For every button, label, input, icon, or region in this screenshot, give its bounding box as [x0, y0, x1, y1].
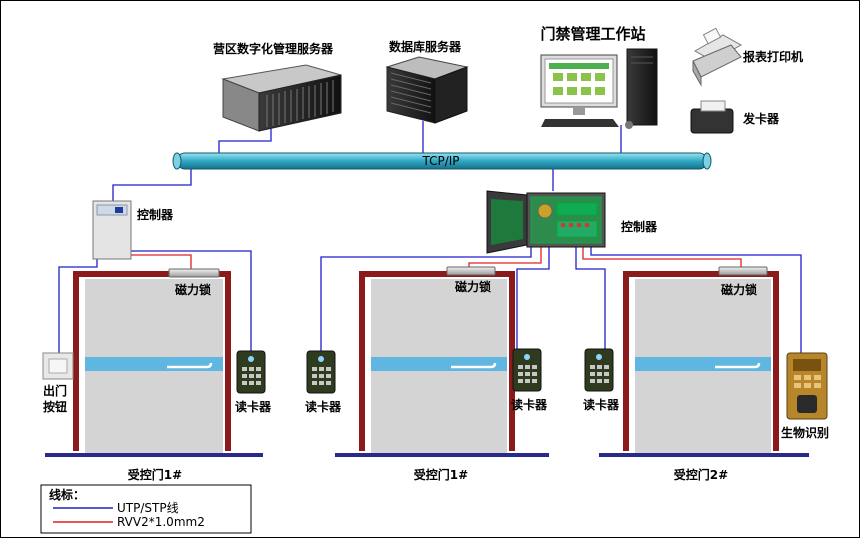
maglock-1: 磁力锁 — [168, 268, 220, 297]
wire-reader-2 — [320, 247, 532, 351]
maglock-2-label: 磁力锁 — [454, 279, 491, 294]
reader-4: 读卡器 — [583, 348, 620, 412]
legend: 线标： UTP/STP线 RVV2*1.0mm2 — [40, 484, 252, 534]
door-1-label: 受控门1# — [128, 467, 182, 482]
campus-server-label: 营区数字化管理服务器 — [213, 41, 334, 56]
legend-rvv-label: RVV2*1.0mm2 — [117, 515, 205, 529]
card-issuer-label: 发卡器 — [742, 111, 780, 126]
network-wiring — [58, 119, 802, 355]
printer: 报表打印机 — [692, 27, 803, 87]
campus-server: 营区数字化管理服务器 — [213, 41, 342, 132]
power-maglock-2 — [468, 247, 542, 269]
reader-3-label: 读卡器 — [511, 397, 548, 412]
maglock-2: 磁力锁 — [446, 266, 496, 294]
power-maglock-3 — [582, 247, 742, 269]
door-3-label: 受控门2# — [674, 467, 728, 482]
wire-reader-4 — [575, 247, 606, 351]
maglock-3: 磁力锁 — [718, 266, 768, 297]
left-controller-label: 控制器 — [137, 207, 174, 222]
maglock-1-label: 磁力锁 — [174, 282, 211, 297]
workstation-label: 门禁管理工作站 — [540, 25, 645, 43]
exit-button: 出门 按钮 — [42, 352, 74, 414]
printer-label: 报表打印机 — [743, 49, 803, 64]
card-issuer: 发卡器 — [690, 100, 780, 134]
reader-1-label: 读卡器 — [235, 399, 272, 414]
power-maglock-1 — [131, 254, 192, 271]
door-2: 受控门1# — [335, 271, 549, 482]
exit-button-label-2: 按钮 — [43, 399, 67, 414]
exit-button-label-1: 出门 — [43, 383, 67, 398]
bus-label: TCP/IP — [421, 154, 459, 168]
legend-utp-label: UTP/STP线 — [117, 501, 179, 515]
door-3: 受控门2# — [599, 271, 809, 482]
power-wiring — [131, 247, 742, 271]
db-server: 数据库服务器 — [385, 39, 469, 124]
biometric-label: 生物识别 — [781, 425, 829, 440]
reader-4-label: 读卡器 — [583, 397, 620, 412]
maglock-3-label: 磁力锁 — [720, 282, 757, 297]
biometric-reader: 生物识别 — [781, 352, 829, 440]
wire-reader-1 — [131, 250, 252, 351]
legend-title: 线标： — [49, 487, 85, 502]
center-controller: 控制器 — [486, 190, 658, 254]
door-1: 受控门1# — [45, 271, 263, 482]
reader-2-label: 读卡器 — [305, 399, 342, 414]
wire-left-controller — [112, 169, 192, 201]
wire-campus-server — [218, 119, 272, 153]
left-controller: 控制器 — [92, 200, 174, 260]
reader-2: 读卡器 — [305, 350, 342, 414]
center-controller-label: 控制器 — [621, 219, 658, 234]
wire-reader-3 — [516, 247, 550, 349]
db-server-label: 数据库服务器 — [389, 39, 462, 54]
reader-3: 读卡器 — [511, 348, 548, 412]
workstation: 门禁管理工作站 — [540, 25, 658, 129]
tcp-ip-bus: TCP/IP — [172, 152, 712, 170]
wire-exit-button — [58, 259, 98, 353]
door-2-label: 受控门1# — [414, 467, 468, 482]
wire-biometric — [590, 247, 802, 355]
reader-1: 读卡器 — [235, 350, 272, 414]
